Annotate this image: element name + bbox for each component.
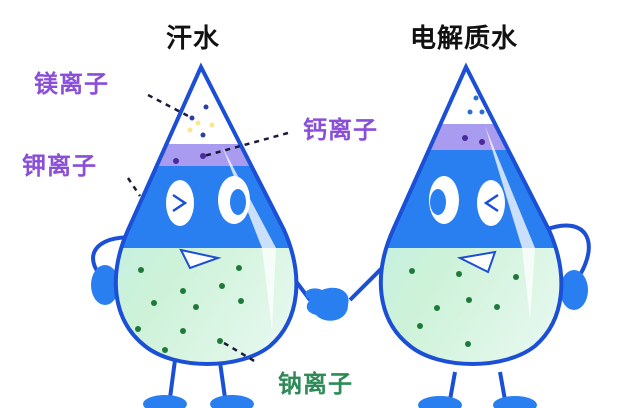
electrolyte-droplet <box>348 62 591 408</box>
label-magnesium-ion: 镁离子 <box>34 70 109 98</box>
label-potassium-ion: 钾离子 <box>22 152 97 180</box>
label-sodium-ion: 钠离子 <box>278 370 353 398</box>
joined-hands <box>305 287 349 321</box>
title-sweat: 汗水 <box>166 24 221 54</box>
sweat-droplet <box>91 62 312 408</box>
label-calcium-ion: 钙离子 <box>303 116 378 144</box>
leader-lines <box>126 93 289 364</box>
title-electrolyte-water: 电解质水 <box>410 24 519 54</box>
